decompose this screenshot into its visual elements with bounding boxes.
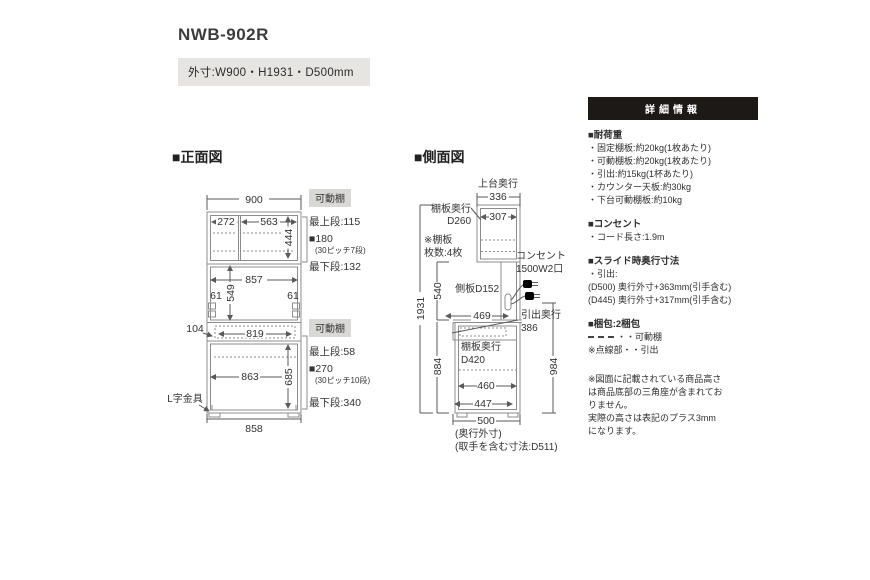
load-item: ・固定棚板:約20kg(1枚あたり): [588, 143, 712, 153]
outlet-item: ・コード長さ:1.9m: [588, 232, 665, 242]
plug-icon: [523, 280, 532, 288]
shelf-count-note-2: 枚数:4枚: [424, 246, 462, 259]
side-dimensions: 上台奥行 336 307 棚板奥行 D260 ※棚板 枚数:4枚: [415, 177, 566, 453]
shelf-depth-upper-label: 棚板奥行: [431, 202, 471, 215]
upper-depth-label: 上台奥行: [478, 177, 518, 190]
dim-shelf-mid: 460: [477, 380, 495, 392]
hinge-icon: [208, 310, 216, 318]
model-number: NWB-902R: [178, 25, 269, 44]
movable-shelf-tag: 可動棚: [309, 319, 351, 337]
upper-shelf-bottom: 最下段:132: [309, 261, 361, 273]
dim-right-width: 563: [260, 216, 278, 228]
lower-shelf-pitch: ■270: [309, 363, 333, 375]
dim-drawer-width: 819: [246, 328, 264, 340]
load-capacity-section: ■耐荷重 ・固定棚板:約20kg(1枚あたり) ・可動棚板:約20kg(1枚あた…: [588, 129, 758, 207]
legend-drawer-row: ※点線部・・引出: [588, 345, 659, 355]
dim-lower-height: 884: [432, 358, 444, 376]
dim-lower-width: 863: [241, 371, 259, 383]
cord-slot: [504, 293, 512, 311]
dim-hinge-left: 61: [210, 290, 222, 302]
slide-item: ・引出:: [588, 269, 618, 279]
dim-mid-width: 857: [245, 274, 263, 286]
outlet-label-2: 1500W2口: [516, 264, 563, 275]
load-item: ・下台可動棚板:約10kg: [588, 195, 683, 205]
dim-upper-inner-depth: 307: [489, 211, 507, 223]
dim-back-height: 984: [548, 358, 560, 376]
plug-cord-icon: [510, 295, 526, 305]
front-view-drawing: 900 272 563 444 857 549: [167, 192, 308, 435]
outlet-section: ■コンセント ・コード長さ:1.9m: [588, 218, 758, 244]
lower-shelf-bottom: 最下段:340: [309, 397, 361, 409]
dim-upper-height: 444: [283, 229, 295, 247]
l-bracket-label: L字金具: [167, 392, 203, 405]
outer-dimensions-badge: 外寸:W900・H1931・D500mm: [178, 58, 370, 86]
legend-shelf-row: ・・可動棚: [588, 331, 758, 344]
dim-total-height: 1931: [415, 297, 427, 321]
drawer-depth-label: 引出奥行: [521, 308, 561, 321]
upper-shelf-note: 可動棚 最上段:115 ■180 (30ピッチ7段) 最下段:132: [309, 189, 401, 278]
movable-shelf-tag: 可動棚: [309, 189, 351, 207]
dim-mid-height: 549: [225, 284, 237, 302]
plug-cord-icon: [510, 284, 524, 301]
dashed-line-icon: [588, 336, 614, 338]
load-item: ・引出:約15kg(1杯あたり): [588, 169, 694, 179]
dim-left-width: 272: [217, 216, 235, 228]
front-dimensions: 900 272 563 444 857 549: [167, 192, 302, 435]
package-section: ■梱包:2梱包 ・・可動棚 ※点線部・・引出: [588, 318, 758, 357]
dim-lower-height: 685: [283, 368, 295, 386]
depth-note: (奥行外寸): [455, 427, 502, 440]
plug-icon: [525, 292, 534, 300]
shelf-depth-lower-value: D420: [461, 355, 485, 366]
front-view-heading: ■正面図: [172, 149, 223, 165]
dim-shelf-bottom: 447: [474, 398, 492, 410]
load-capacity-title: ■耐荷重: [588, 130, 623, 141]
front-cabinet-outline: [206, 211, 308, 418]
side-panel-label: 側板D152: [455, 282, 499, 295]
upper-shelf-pitch-detail: (30ピッチ7段): [315, 246, 366, 255]
upper-shelf-top: 最上段:115: [309, 216, 361, 228]
dim-upper-depth: 336: [489, 191, 507, 203]
upper-shelf-range-bracket: [302, 216, 308, 263]
height-footnote: ※図面に記載されている商品高さ は商品底部の三角座が含まれてお りません。 実際…: [588, 374, 723, 436]
slide-depth-section: ■スライド時奥行寸法 ・引出: (D500) 奥行外寸+363mm(引手含む) …: [588, 255, 758, 307]
outlet-label-1: コンセント: [516, 250, 566, 262]
side-view-heading: ■側面図: [414, 149, 465, 165]
side-view-drawing: 上台奥行 336 307 棚板奥行 D260 ※棚板 枚数:4枚: [415, 177, 566, 453]
hinge-icon: [292, 310, 300, 318]
dim-base-width: 858: [245, 423, 263, 435]
details-panel: 詳細情報 ■耐荷重 ・固定棚板:約20kg(1枚あたり) ・可動棚板:約20kg…: [588, 97, 758, 438]
dim-open-height: 540: [432, 282, 444, 300]
lower-shelf-range-bracket: [302, 335, 308, 410]
upper-shelf-pitch: ■180: [309, 233, 333, 245]
load-item: ・カウンター天板:約30kg: [588, 182, 692, 192]
hinge-icon: [292, 302, 300, 310]
hinge-icon: [208, 302, 216, 310]
shelf-depth-lower-label: 棚板奥行: [461, 340, 501, 353]
legend-shelf-label: ・・可動棚: [617, 332, 663, 342]
slide-depth-title: ■スライド時奥行寸法: [588, 256, 680, 267]
slide-item: (D500) 奥行外寸+363mm(引手含む): [588, 282, 732, 292]
lower-shelf-pitch-detail: (30ピッチ10段): [315, 376, 371, 385]
slide-item: (D445) 奥行外寸+317mm(引手含む): [588, 295, 732, 305]
lower-shelf-top: 最上段:58: [309, 346, 356, 358]
dim-counter-depth: 469: [473, 310, 491, 322]
side-cabinet-outline: [452, 204, 522, 418]
drawer-depth-value: 386: [521, 323, 538, 334]
dim-drawer-height: 104: [186, 323, 204, 335]
details-header: 詳細情報: [588, 97, 758, 120]
load-item: ・可動棚板:約20kg(1枚あたり): [588, 156, 712, 166]
dim-hinge-right: 61: [287, 290, 299, 302]
handle-note: (取手を含む寸法:D511): [455, 440, 558, 453]
shelf-count-note-1: ※棚板: [424, 233, 452, 246]
lower-shelf-note: 可動棚 最上段:58 ■270 (30ピッチ10段) 最下段:340: [309, 319, 401, 414]
shelf-depth-upper-value: D260: [447, 216, 471, 227]
package-title: ■梱包:2梱包: [588, 319, 641, 330]
outlet-title: ■コンセント: [588, 219, 642, 230]
dim-overall-width: 900: [245, 194, 263, 206]
dim-base-depth: 500: [477, 415, 495, 427]
